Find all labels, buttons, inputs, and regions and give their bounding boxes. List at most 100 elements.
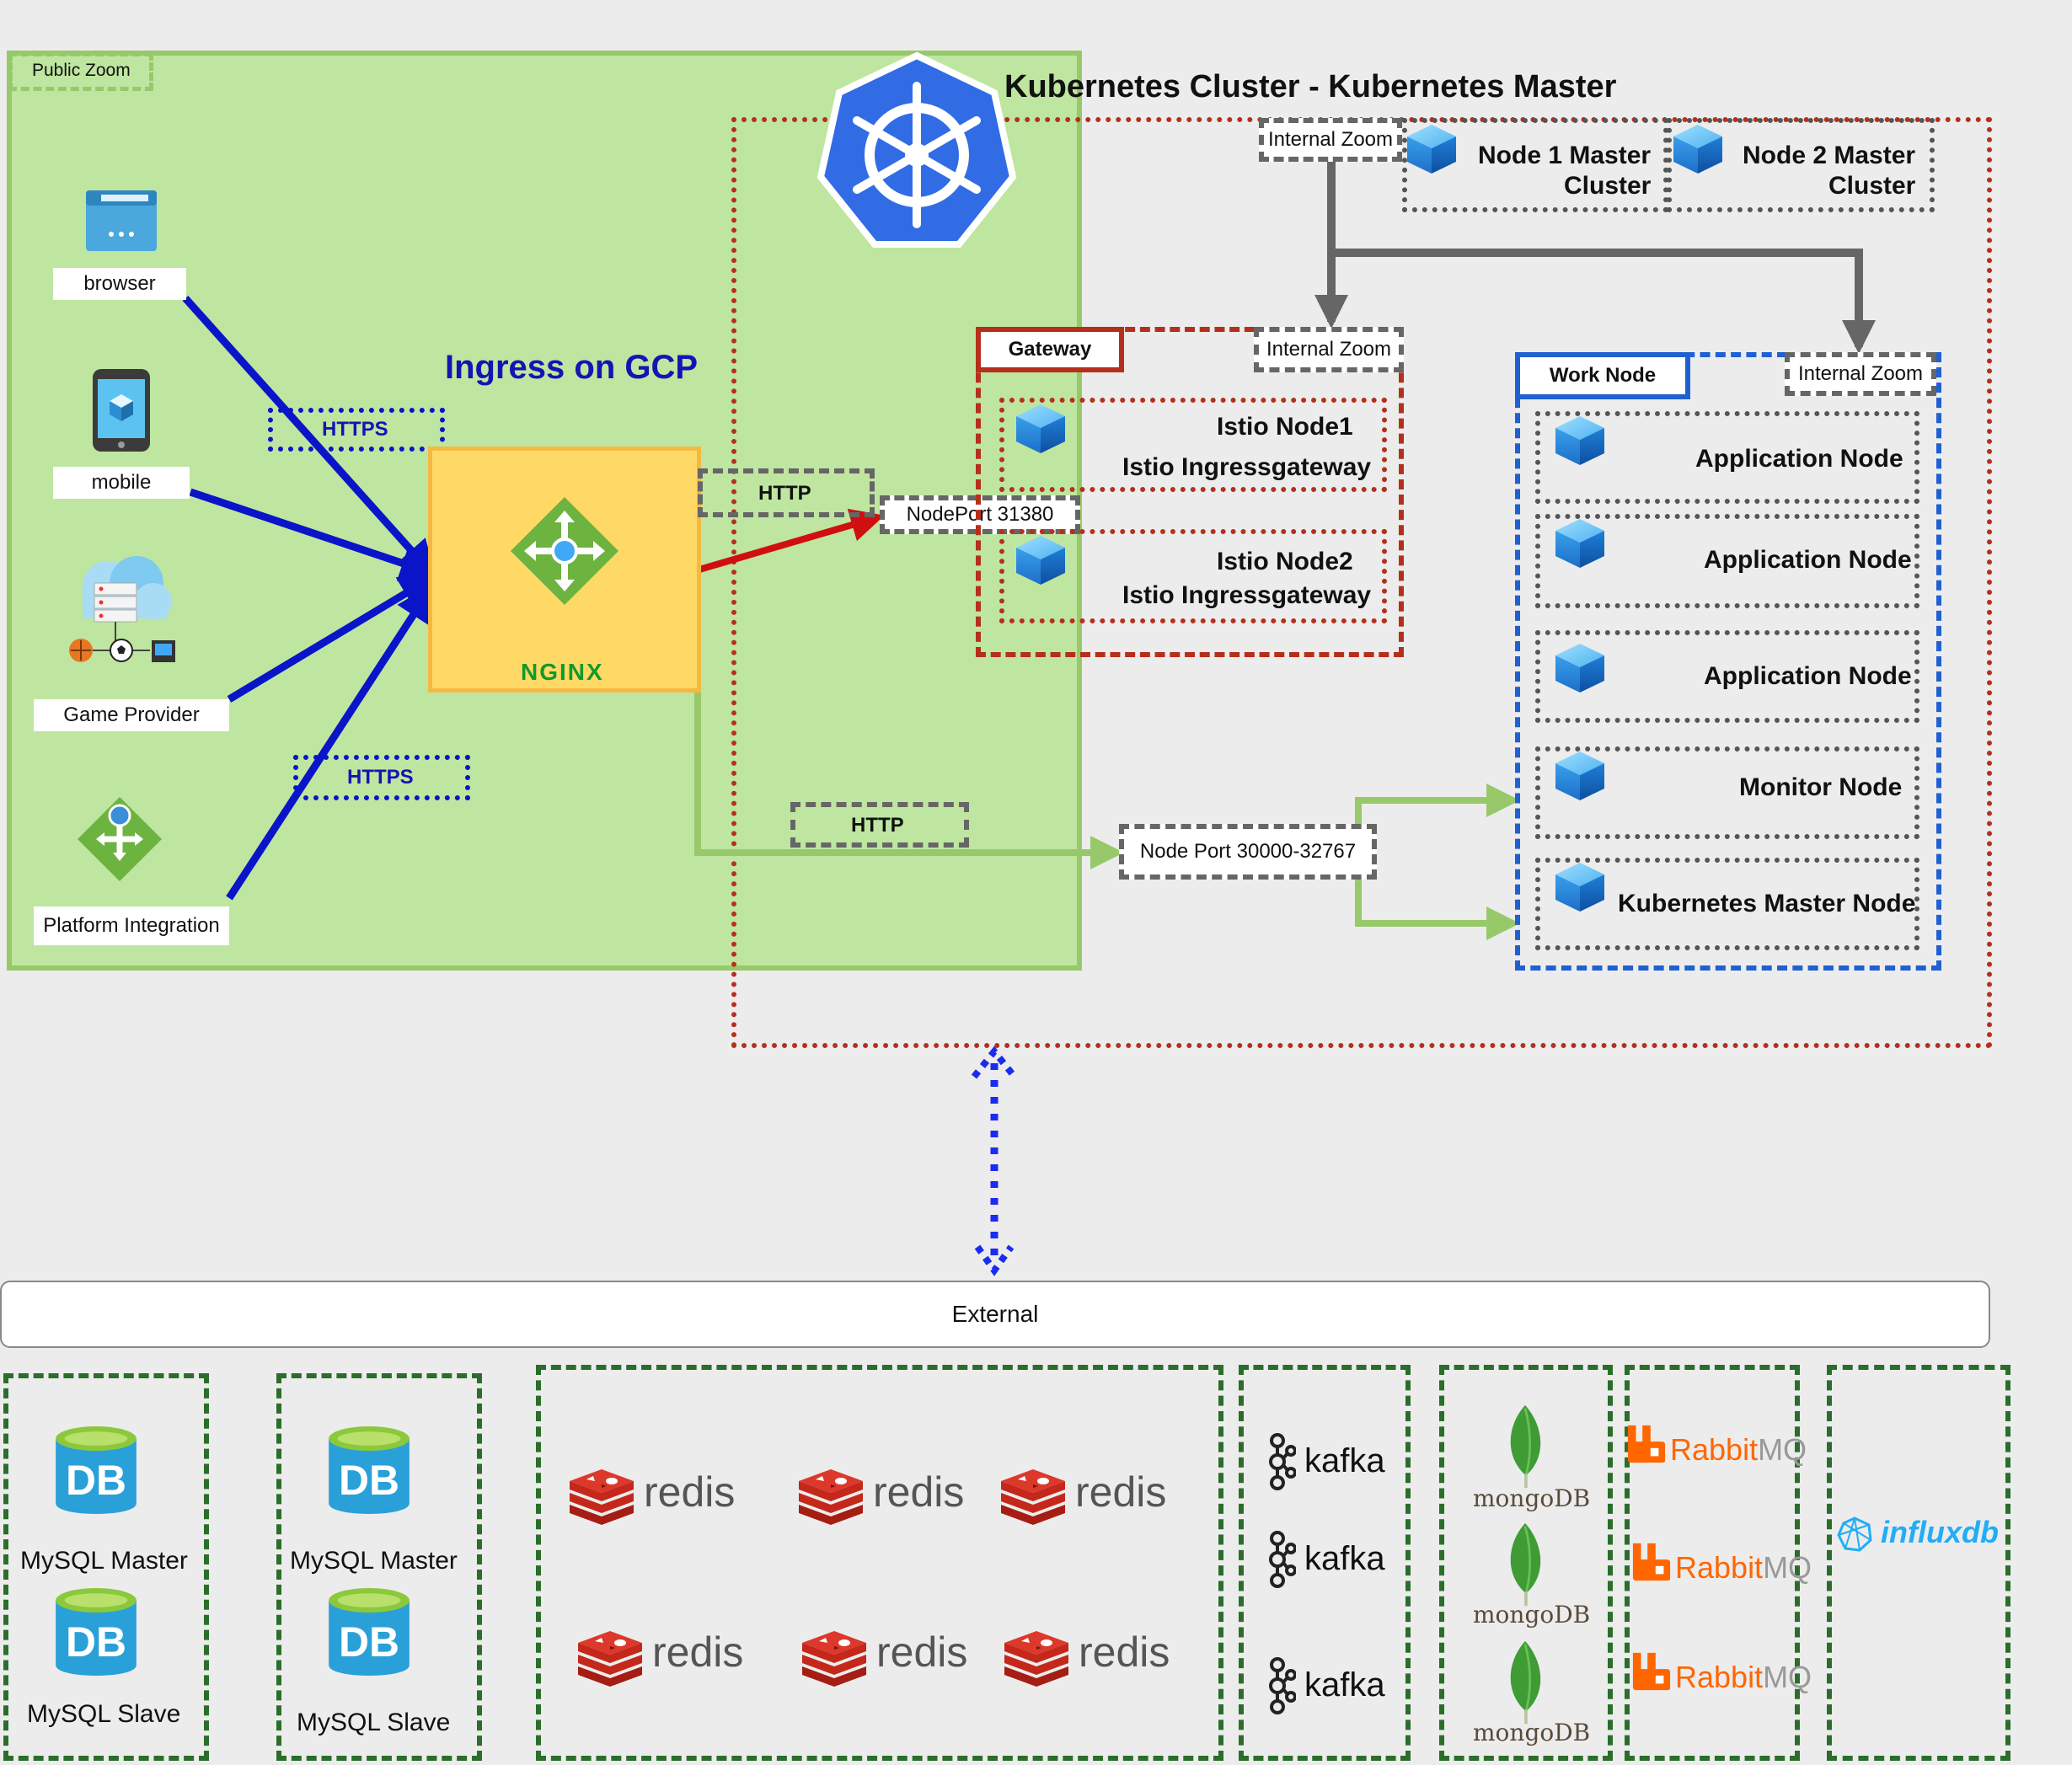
gateway-label: Gateway [976, 327, 1124, 372]
k8s-master-node-cube-icon [1552, 859, 1608, 915]
arrow-to-monitor [1355, 784, 1520, 839]
work-node-item-5-box [1535, 858, 1919, 950]
kafka-group [1239, 1365, 1411, 1761]
https-label-bottom: HTTPS [347, 766, 414, 789]
kafka-label-1: kafka [1304, 1442, 1385, 1479]
mysql-master-1-db-icon [52, 1422, 140, 1520]
master-node-2-box [1667, 118, 1935, 212]
mongodb-label-1: mongoDB [1473, 1484, 1591, 1512]
master-node-1-line2: Cluster [1564, 172, 1652, 200]
http-label-1: HTTP [758, 482, 811, 505]
istio-node-1-cube-icon [1013, 401, 1068, 457]
mongodb-label-3: mongoDB [1473, 1719, 1591, 1746]
redis-label-2: redis [873, 1468, 965, 1516]
http-arrow-nodeport [694, 691, 1124, 869]
application-node-3-cube-icon [1552, 640, 1608, 696]
kafka-label-3: kafka [1304, 1666, 1385, 1703]
kafka-icon-1 [1259, 1432, 1296, 1491]
redis-label-6: redis [1079, 1629, 1170, 1676]
work-node-item-3-box [1535, 630, 1919, 723]
rabbitmq-label-2: RabbitMQ [1675, 1550, 1812, 1586]
redis-icon-5 [800, 1629, 868, 1688]
istio-node-2-line2: Istio Ingressgateway [1122, 581, 1372, 609]
work-node-internal-zone-tag: Internal Zoom [1785, 352, 1936, 396]
master-node-2-line1: Node 2 Master [1743, 142, 1916, 169]
https-label-top: HTTPS [322, 418, 388, 441]
rabbitmq-label-3-part2: MQ [1763, 1660, 1812, 1694]
application-node-2-cube-icon [1552, 516, 1608, 571]
redis-label-5: redis [876, 1629, 968, 1676]
redis-icon-4 [576, 1629, 644, 1688]
client-label-platform-integration: Platform Integration [34, 907, 229, 945]
internal-arrow-worknode [1331, 249, 1876, 354]
network-gateway-icon [78, 797, 162, 881]
mysql-master-1-label: MySQL Master [20, 1547, 188, 1575]
https-arrow-mobile [189, 488, 439, 581]
monitor-node-cube-icon [1552, 748, 1608, 804]
https-label-top-box [268, 408, 445, 452]
cluster-title: Kubernetes Cluster - Kubernetes Master [1004, 69, 1617, 104]
work-node-item-2-box [1535, 514, 1919, 608]
nodeport-range: Node Port 30000-32767 [1119, 824, 1377, 880]
work-node-item-3-label: Application Node [1704, 662, 1912, 690]
arrow-to-k8s-master-node [1355, 880, 1520, 940]
public-zone-label: Public Zoom [32, 61, 131, 80]
work-node-label: Work Node [1515, 352, 1690, 399]
https-arrow-browser [182, 295, 437, 579]
kafka-label-2: kafka [1304, 1540, 1385, 1577]
rabbitmq-icon-1 [1626, 1424, 1667, 1464]
external-link-arrowhead-top [971, 1046, 1018, 1079]
load-balancer-icon [511, 497, 618, 605]
kubernetes-helm-icon [816, 51, 1017, 248]
work-node-item-1-label: Application Node [1695, 445, 1903, 473]
work-node-group [1515, 352, 1941, 971]
cloud-server-icon [69, 556, 175, 662]
mysql-slave-2-label: MySQL Slave [297, 1709, 451, 1736]
work-node-item-2-label: Application Node [1704, 546, 1912, 574]
mysql-master-2-label: MySQL Master [290, 1547, 458, 1575]
redis-label-1: redis [644, 1468, 736, 1516]
redis-group [536, 1365, 1223, 1761]
client-label-browser: browser [53, 268, 186, 300]
redis-label-4: redis [652, 1629, 744, 1676]
istio-node-1-line2: Istio Ingressgateway [1122, 453, 1372, 481]
public-zone-tag [8, 52, 153, 91]
mysql-master-2-db-icon [325, 1422, 413, 1520]
work-node-item-4-box [1535, 746, 1919, 839]
mysql-slave-1-db-icon [52, 1584, 140, 1682]
istio-node-1-line1: Istio Node1 [1217, 413, 1353, 441]
rabbitmq-label-2-part2: MQ [1763, 1550, 1812, 1585]
gateway-internal-zone-tag: Internal Zoom [1254, 327, 1404, 372]
mongodb-leaf-icon-1 [1505, 1404, 1545, 1490]
rabbitmq-label-3-part1: Rabbit [1675, 1660, 1764, 1694]
influxdb-icon [1837, 1516, 1872, 1552]
redis-icon-2 [797, 1468, 865, 1527]
browser-window-icon [86, 190, 157, 251]
work-node-item-1-box [1535, 411, 1919, 504]
client-label-game-provider: Game Provider [34, 699, 229, 731]
masters-internal-zone-tag: Internal Zoom [1259, 118, 1402, 162]
mysql-slave-1-label: MySQL Slave [27, 1700, 181, 1728]
mongodb-group [1439, 1365, 1613, 1761]
kafka-icon-2 [1259, 1530, 1296, 1589]
http-label-1-box [698, 468, 875, 517]
rabbitmq-icon-2 [1631, 1542, 1672, 1582]
mongodb-label-2: mongoDB [1473, 1601, 1591, 1629]
master-node-1-box [1402, 118, 1668, 212]
rabbitmq-group [1625, 1365, 1800, 1761]
mongodb-leaf-icon-2 [1505, 1522, 1545, 1607]
rabbitmq-label-3: RabbitMQ [1675, 1660, 1812, 1695]
client-label-mobile: mobile [53, 467, 190, 499]
master-node-1-line1: Node 1 Master [1478, 142, 1652, 169]
work-node-item-5-label: Kubernetes Master Node [1618, 890, 1916, 917]
rabbitmq-icon-3 [1631, 1651, 1672, 1692]
application-node-1-cube-icon [1552, 413, 1608, 468]
http-label-2-box [790, 802, 969, 848]
ingress-title: Ingress on GCP [445, 349, 699, 386]
rabbitmq-label-1-part2: MQ [1758, 1432, 1807, 1467]
mobile-app-icon [93, 369, 150, 452]
kafka-icon-3 [1259, 1656, 1296, 1715]
rabbitmq-label-1-part1: Rabbit [1670, 1432, 1759, 1467]
redis-icon-6 [1003, 1629, 1070, 1688]
